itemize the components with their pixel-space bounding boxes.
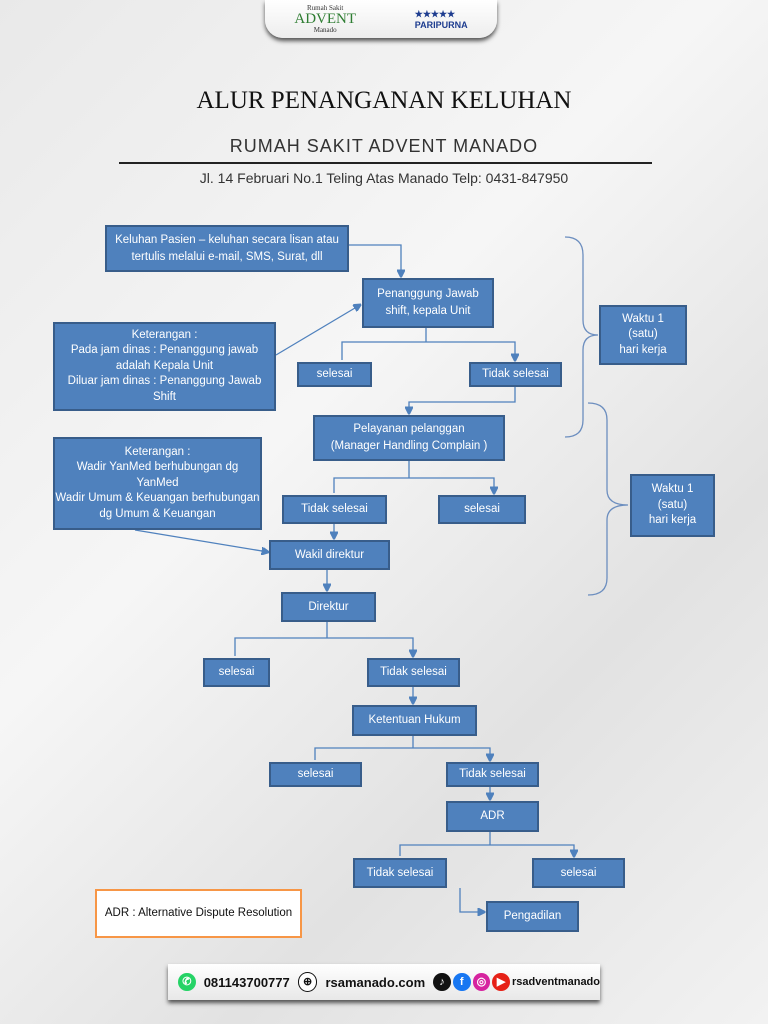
footer-contacts: ✆ 081143700777 ⊕ rsamanado.com ♪ f ◎ ▶ r…	[168, 964, 600, 1000]
legal-box: Ketentuan Hukum	[352, 705, 477, 736]
note-box-2: Keterangan : Wadir YanMed berhubungan dg…	[53, 437, 262, 530]
page-subtitle: RUMAH SAKIT ADVENT MANADO	[229, 136, 539, 156]
accreditation-label: PARIPURNA	[414, 19, 468, 30]
unresolved-box-4: Tidak selesai	[446, 762, 539, 787]
resolved-box-3: selesai	[203, 658, 270, 687]
facebook-icon: f	[452, 973, 471, 991]
paripurna-logo: ★★★★★PARIPURNA	[414, 8, 468, 30]
unresolved-box-5: Tidak selesai	[353, 858, 447, 888]
page-title: ALUR PENANGANAN KELUHAN	[196, 87, 572, 114]
logo-small: Rumah Sakit	[307, 3, 344, 12]
patient-complaint-box: Keluhan Pasien – keluhan secara lisan at…	[105, 225, 349, 272]
time-box-2: Waktu 1 (satu) hari kerja	[630, 474, 715, 537]
customer-service-box: Pelayanan pelanggan (Manager Handling Co…	[313, 415, 505, 461]
globe-icon: ⊕	[297, 972, 318, 992]
court-box: Pengadilan	[486, 901, 579, 932]
adr-box: ADR	[446, 801, 539, 832]
phone-number: 081143700777	[203, 974, 290, 990]
logo-city: Manado	[313, 25, 337, 34]
unresolved-box-1: Tidak selesai	[469, 362, 562, 387]
resolved-box-1: selesai	[297, 362, 372, 387]
unresolved-box-3: Tidak selesai	[367, 658, 460, 687]
unresolved-box-2: Tidak selesai	[282, 495, 387, 524]
resolved-box-4: selesai	[269, 762, 362, 787]
resolved-box-2: selesai	[438, 495, 526, 524]
address: Jl. 14 Februari No.1 Teling Atas Manado …	[199, 170, 569, 186]
logo-main: ADVENT	[294, 10, 357, 27]
divider	[119, 162, 652, 164]
shift-lead-box: Penanggung Jawab shift, kepala Unit	[362, 278, 494, 328]
note-box-1: Keterangan : Pada jam dinas : Penanggung…	[53, 322, 276, 411]
director-box: Direktur	[281, 592, 376, 622]
whatsapp-icon: ✆	[178, 973, 196, 991]
instagram-icon: ◎	[472, 973, 491, 991]
youtube-icon: ▶	[492, 973, 510, 991]
tiktok-icon: ♪	[433, 973, 451, 991]
adr-legend: ADR : Alternative Dispute Resolution	[95, 889, 302, 938]
time-box-1: Waktu 1 (satu) hari kerja	[599, 305, 687, 365]
vice-director-box: Wakil direktur	[269, 540, 390, 570]
social-handle: rsadventmanado	[511, 976, 600, 988]
website: rsamanado.com	[325, 974, 426, 990]
resolved-box-5: selesai	[532, 858, 625, 888]
